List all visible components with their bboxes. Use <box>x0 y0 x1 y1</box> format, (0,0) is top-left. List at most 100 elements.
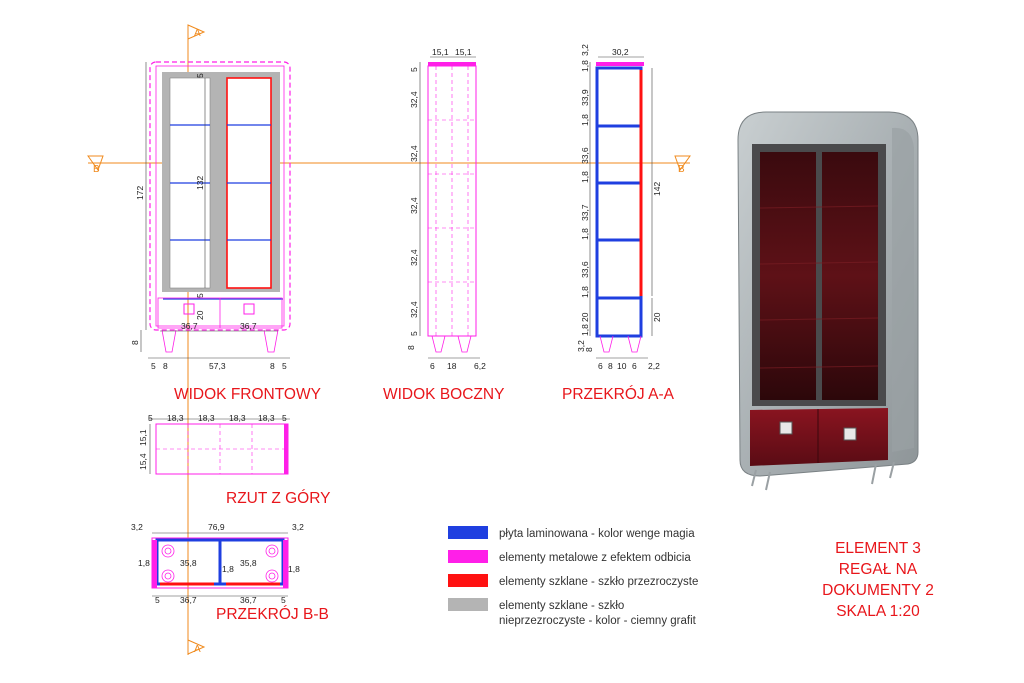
top-dim-w5a: 5 <box>148 413 153 423</box>
aa-dim-s5: 20 <box>580 312 590 322</box>
title-section-bb: PRZEKRÓJ B-B <box>216 606 329 623</box>
side-dim-leg-18: 18 <box>447 361 457 371</box>
top-dim-w3: 18,3 <box>229 413 246 423</box>
cabinet-3d-shelves <box>759 205 879 369</box>
side-dim-leg-62: 6,2 <box>474 361 486 371</box>
bb-dim-door-right: 36,7 <box>240 595 257 605</box>
section-aa-view: 30,2 3,2 1,8 33,9 1,8 33,6 1,8 33,7 1,8 … <box>576 44 662 371</box>
aa-carcass <box>595 66 643 338</box>
aa-shelves <box>597 124 641 300</box>
top-view: 5 18,3 18,3 18,3 18,3 5 15,4 15,1 <box>138 413 290 475</box>
aa-dim-t1: 1,8 <box>580 60 590 72</box>
cabinet-3d-side <box>892 127 914 452</box>
top-dim-w2: 18,3 <box>198 413 215 423</box>
aa-dim-s4: 33,6 <box>580 261 590 278</box>
front-outer-frame <box>149 61 291 331</box>
side-dim-bottom5: 5 <box>409 331 419 336</box>
section-mark-a-top: A <box>194 28 201 39</box>
aa-dim-t4: 1,8 <box>580 228 590 240</box>
side-dim-shelf-2: 32,4 <box>409 145 419 162</box>
side-dim-shelf-4: 32,4 <box>409 249 419 266</box>
front-dim-plinth: 8 <box>130 340 140 345</box>
front-dim-frame-top: 5 <box>195 73 205 78</box>
aa-dim-bot32: 3,2 <box>576 340 586 352</box>
aa-dim-b6: 6 <box>598 361 603 371</box>
cabinet-3d-handle-right <box>843 427 857 441</box>
aa-top-rail <box>596 62 644 66</box>
aa-dim-b10: 10 <box>617 361 627 371</box>
title-top-view: RZUT Z GÓRY <box>226 490 331 507</box>
bb-dim-in-right: 35,8 <box>240 558 257 568</box>
aa-dim-b22: 2,2 <box>648 361 660 371</box>
bb-dim-b5a: 5 <box>155 595 160 605</box>
bb-dimension-lines <box>152 532 288 597</box>
section-mark-a-bottom: A <box>194 644 201 655</box>
front-dim-w8b: 8 <box>270 361 275 371</box>
aa-dim-glass-h: 142 <box>652 182 662 196</box>
legend-swatch-laminate <box>448 526 488 539</box>
section-arrow-a-bottom <box>187 639 206 655</box>
side-legs <box>431 335 472 353</box>
element-info-line1: ELEMENT 3 <box>835 540 921 557</box>
bb-right-rail <box>283 540 288 588</box>
aa-dim-depth: 30,2 <box>612 47 629 57</box>
aa-dim-s3: 33,7 <box>580 204 590 221</box>
legend-label-clear-glass: elementy szklane - szkło przezroczyste <box>499 576 698 588</box>
front-view: 172 132 8 5 5 20 36,7 36,7 57,3 5 8 8 5 <box>130 61 291 371</box>
aa-dimension-lines <box>589 56 653 359</box>
bb-dim-left32: 3,2 <box>131 522 143 532</box>
legend-label-graphite-glass-1: elementy szklane - szkło <box>499 600 624 612</box>
front-legs <box>161 329 279 353</box>
legend: płyta laminowana - kolor wenge magia ele… <box>448 526 698 627</box>
front-dim-drawer: 20 <box>195 310 205 320</box>
element-info-line2: REGAŁ NA <box>839 561 918 578</box>
legend-swatch-clear-glass <box>448 574 488 587</box>
bb-dim-right32: 3,2 <box>292 522 304 532</box>
cabinet-3d-legs <box>751 461 895 491</box>
cabinet-3d-glass-left <box>760 152 816 400</box>
front-drawer-handle-right <box>243 303 255 315</box>
aa-dim-s2: 33,6 <box>580 147 590 164</box>
legend-label-graphite-glass-2: nieprzezroczyste - kolor - ciemny grafit <box>499 615 697 627</box>
cabinet-3d-glass-right <box>822 152 878 400</box>
side-dim-top5: 5 <box>409 67 419 72</box>
top-dimension-lines <box>148 418 290 474</box>
legend-label-laminate: płyta laminowana - kolor wenge magia <box>499 528 695 540</box>
aa-dim-bot8: 8 <box>584 347 594 352</box>
section-arrow-b-left <box>87 155 104 172</box>
aa-dim-t6: 1,8 <box>580 324 590 336</box>
front-dim-door-left: 36,7 <box>181 321 198 331</box>
bb-dim-in-left: 35,8 <box>180 558 197 568</box>
front-dim-w5a: 5 <box>151 361 156 371</box>
legend-swatch-graphite-glass <box>448 598 488 611</box>
front-dim-w5b: 5 <box>282 361 287 371</box>
front-dim-frame-mid: 5 <box>195 293 205 298</box>
front-dim-w8a: 8 <box>163 361 168 371</box>
side-dimension-lines <box>419 56 480 359</box>
legend-swatch-metal <box>448 550 488 563</box>
side-grid-lines <box>428 66 476 336</box>
element-info-line3: DOKUMENTY 2 <box>822 582 934 599</box>
bb-dim-t-mid: 1,8 <box>222 564 234 574</box>
top-dim-w1: 18,3 <box>167 413 184 423</box>
front-shelves <box>170 124 271 241</box>
aa-dim-b8: 8 <box>608 361 613 371</box>
aa-legs <box>599 335 642 353</box>
section-bb-view: 3,2 76,9 3,2 1,8 35,8 1,8 35,8 1,8 5 36,… <box>131 522 304 605</box>
front-dim-door-right: 36,7 <box>240 321 257 331</box>
cabinet-3d-drawers <box>750 408 888 466</box>
front-drawer-handle-left <box>183 303 195 315</box>
front-dim-inner-height: 132 <box>195 176 205 190</box>
title-side-view: WIDOK BOCZNY <box>383 386 504 403</box>
side-dim-top-b: 15,1 <box>455 47 472 57</box>
bb-dim-b5b: 5 <box>281 595 286 605</box>
title-section-aa: PRZEKRÓJ A-A <box>562 386 675 403</box>
section-arrow-a-top <box>187 24 206 40</box>
section-mark-b-left: B <box>93 164 100 175</box>
legend-label-metal: elementy metalowe z efektem odbicia <box>499 552 691 564</box>
side-top-rail <box>428 62 476 66</box>
side-dim-top-a: 15,1 <box>432 47 449 57</box>
bb-leg-circles <box>161 544 279 583</box>
aa-dim-drawer-h: 20 <box>652 312 662 322</box>
